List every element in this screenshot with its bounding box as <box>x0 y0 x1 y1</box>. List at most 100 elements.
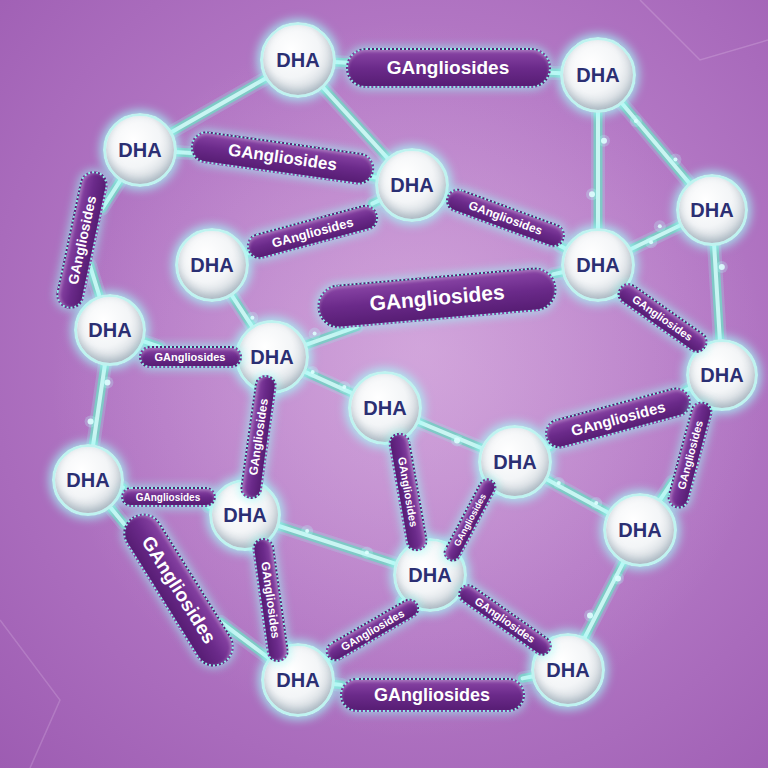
sparkle <box>88 419 94 425</box>
sparkle <box>673 158 677 162</box>
sparkle <box>313 332 317 336</box>
dha-label: DHA <box>576 64 619 87</box>
dha-label: DHA <box>390 174 433 197</box>
tube-connector <box>546 479 610 514</box>
tube-connector <box>584 561 624 639</box>
tube-stroke <box>304 371 353 393</box>
tube-stroke <box>304 371 353 393</box>
tube-stroke <box>175 147 191 157</box>
dha-label: DHA <box>88 319 131 342</box>
sparkle-halo <box>85 416 97 428</box>
ganglioside-label: GAngliosides <box>569 397 667 438</box>
sparkle-halo <box>654 220 666 232</box>
tube-stroke <box>417 421 482 448</box>
tube-stroke <box>630 225 682 250</box>
ganglioside-label: GAngliosides <box>374 685 490 706</box>
dha-label: DHA <box>190 254 233 277</box>
sparkle-halo <box>338 381 350 393</box>
ganglioside-label: GAngliosides <box>675 419 705 491</box>
ganglioside-pill: GAngliosides <box>139 346 242 368</box>
tube-stroke <box>591 111 605 230</box>
tube-stroke <box>714 244 720 341</box>
tube-stroke <box>417 421 482 448</box>
sparkle <box>649 240 653 244</box>
ganglioside-pill: GAngliosides <box>316 266 559 331</box>
sparkle-halo <box>101 376 113 388</box>
tube-connector <box>417 421 482 448</box>
sparkle <box>589 191 595 197</box>
tube-stroke <box>621 103 690 185</box>
ganglioside-label: GAngliosides <box>452 492 488 548</box>
tube-stroke <box>594 111 603 230</box>
dha-label: DHA <box>493 451 536 474</box>
sparkle-halo <box>553 477 565 489</box>
sparkle-halo <box>612 572 624 584</box>
sparkle <box>594 501 598 505</box>
dha-circle: DHA <box>260 22 336 98</box>
tube-stroke <box>584 561 624 639</box>
ganglioside-label: GAngliosides <box>270 214 355 250</box>
sparkle <box>311 370 315 374</box>
sparkle-halo <box>451 434 463 446</box>
tube-stroke <box>170 78 266 133</box>
tube-stroke <box>93 364 105 447</box>
sparkle-halo <box>590 497 602 509</box>
dha-circle: DHA <box>676 174 748 246</box>
tube-stroke <box>90 265 100 297</box>
ganglioside-label: GAngliosides <box>136 492 200 503</box>
dha-label: DHA <box>618 519 661 542</box>
tube-stroke <box>584 561 624 639</box>
sparkle <box>719 264 725 270</box>
tube-stroke <box>93 364 105 447</box>
ganglioside-pill: GAngliosides <box>613 279 712 357</box>
tube-stroke <box>277 525 396 564</box>
dha-circle: DHA <box>603 493 677 567</box>
ganglioside-pill: GAngliosides <box>54 169 110 312</box>
tube-connector <box>277 525 396 564</box>
ganglioside-label: GAngliosides <box>396 456 420 528</box>
sparkle <box>634 119 638 123</box>
sparkle <box>601 138 607 144</box>
sparkle <box>305 529 309 533</box>
dha-circle: DHA <box>175 228 249 302</box>
dha-label: DHA <box>546 659 589 682</box>
tube-connector <box>231 294 253 327</box>
dha-label: DHA <box>223 504 266 527</box>
dha-circle: DHA <box>560 37 636 113</box>
tube-connector <box>175 151 191 153</box>
tube-connector <box>110 506 125 524</box>
tube-stroke <box>93 364 105 447</box>
ganglioside-pill: GAngliosides <box>188 129 376 186</box>
tube-stroke <box>630 225 682 250</box>
sparkle-halo <box>307 366 319 378</box>
tube-stroke <box>277 525 396 564</box>
ganglioside-pill: GAngliosides <box>243 202 380 262</box>
sparkle-halo <box>669 154 681 166</box>
ganglioside-pill: GAngliosides <box>322 595 423 665</box>
dha-label: DHA <box>408 564 451 587</box>
sparkle <box>250 316 254 320</box>
tube-connector <box>305 327 357 346</box>
ganglioside-label: GAngliosides <box>246 398 271 477</box>
dha-circle: DHA <box>74 294 146 366</box>
dha-label: DHA <box>690 199 733 222</box>
tube-stroke <box>175 145 191 160</box>
sparkle <box>587 613 593 619</box>
ganglioside-label: GAngliosides <box>155 351 226 363</box>
sparkle-halo <box>645 236 657 248</box>
sparkle <box>658 224 662 228</box>
ganglioside-label: GAngliosides <box>473 595 538 646</box>
tube-connector <box>170 78 266 133</box>
dha-label: DHA <box>700 364 743 387</box>
tube-stroke <box>110 506 125 524</box>
sparkle-halo <box>301 525 313 537</box>
ganglioside-pill: GAngliosides <box>542 384 695 452</box>
tube-stroke <box>714 244 720 341</box>
sparkle <box>615 575 621 581</box>
ganglioside-pill: GAngliosides <box>440 475 499 565</box>
tube-connector <box>90 265 100 297</box>
dha-label: DHA <box>276 669 319 692</box>
tube-stroke <box>584 561 624 639</box>
bg-line <box>640 0 768 60</box>
